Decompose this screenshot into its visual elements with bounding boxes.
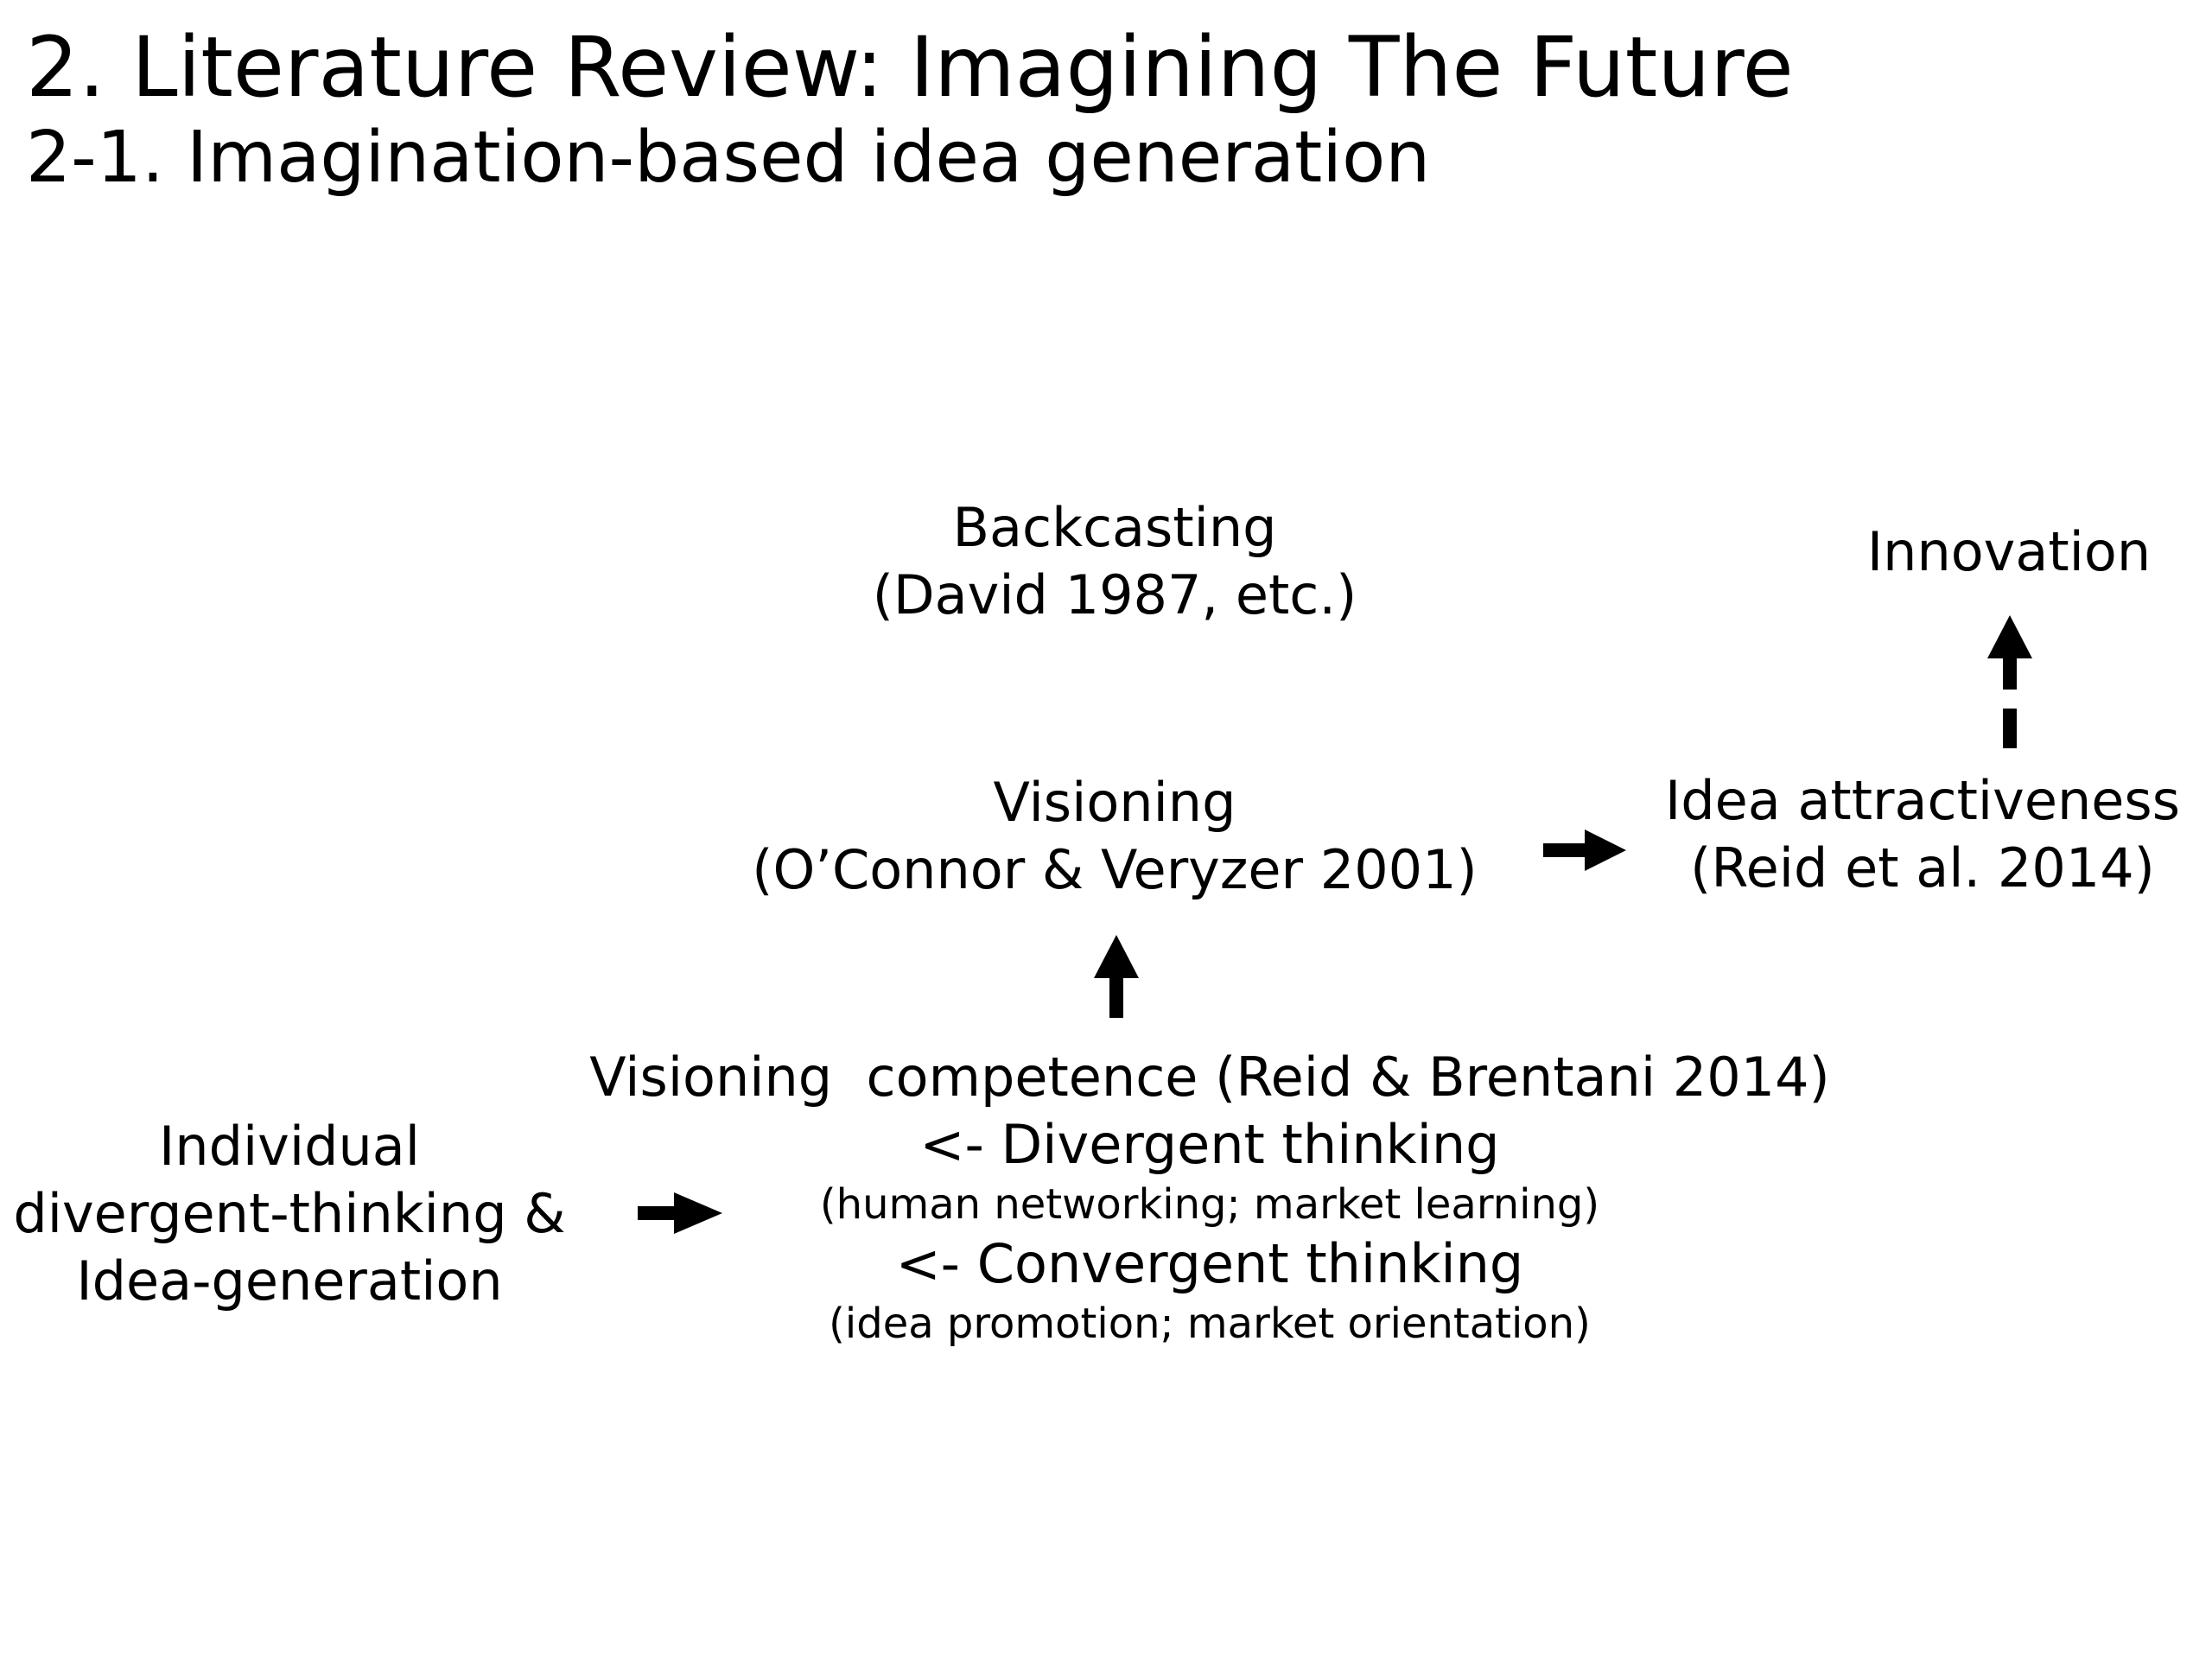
node-innovation: Innovation: [1815, 518, 2203, 586]
individual-line-3: Idea-generation: [76, 1249, 503, 1313]
divergent-thinking-label: <- Divergent thinking: [919, 1113, 1500, 1176]
innovation-label: Innovation: [1866, 520, 2152, 583]
node-visioning: Visioning (O’Connor & Veryzer 2001): [657, 769, 1573, 904]
backcasting-citation: (David 1987, etc.): [872, 563, 1357, 626]
slide-title: 2. Literature Review: Imagining The Futu…: [26, 19, 1794, 116]
individual-line-2: divergent-thinking &: [13, 1182, 566, 1245]
idea-attractiveness-citation: (Reid et al. 2014): [1690, 836, 2155, 899]
arrow-attractiveness-to-innovation: [1987, 615, 2032, 748]
slide-subtitle: 2-1. Imagination-based idea generation: [26, 117, 1431, 199]
visioning-citation: (O’Connor & Veryzer 2001): [752, 838, 1478, 901]
convergent-thinking-detail: (idea promotion; market orientation): [829, 1300, 1591, 1348]
visioning-competence-label: Visioning competence (Reid & Brentani 20…: [589, 1046, 1830, 1109]
idea-attractiveness-label: Idea attractiveness: [1664, 769, 2181, 832]
backcasting-label: Backcasting: [952, 496, 1277, 559]
arrow-competence-to-visioning: [1094, 935, 1139, 1018]
convergent-thinking-label: <- Convergent thinking: [895, 1232, 1524, 1295]
divergent-thinking-detail: (human networking; market learning): [819, 1180, 1600, 1229]
node-individual: Individual divergent-thinking & Idea-gen…: [0, 1113, 579, 1315]
node-idea-attractiveness: Idea attractiveness (Reid et al. 2014): [1624, 767, 2212, 902]
individual-line-1: Individual: [159, 1115, 420, 1178]
visioning-label: Visioning: [993, 771, 1236, 834]
node-visioning-competence: Visioning competence (Reid & Brentani 20…: [518, 1044, 1901, 1350]
node-backcasting: Backcasting (David 1987, etc.): [743, 494, 1486, 629]
